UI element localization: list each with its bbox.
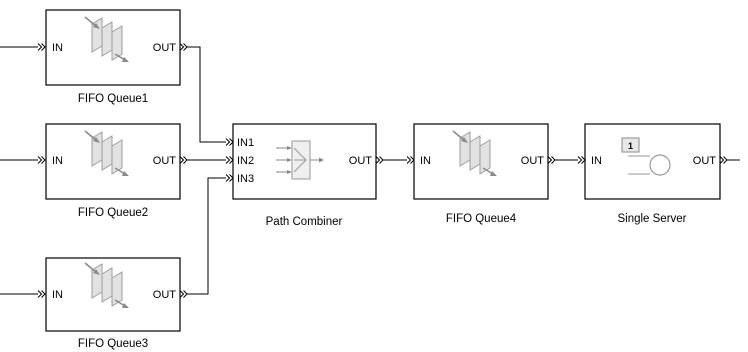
fifo-queue4-block[interactable]: IN OUT FIFO Queue4 (413, 123, 549, 225)
fifo1-in-port-icon (37, 43, 46, 51)
server-out-port-icon (719, 156, 728, 164)
fifo4-out-port-icon (547, 156, 556, 164)
combiner-caption: Path Combiner (266, 216, 343, 228)
fifo-queue3-block[interactable]: IN OUT FIFO Queue3 (45, 257, 181, 350)
fifo2-in-label: IN (52, 155, 63, 167)
combiner-out-label: OUT (349, 155, 373, 167)
fifo-queue1-block[interactable]: IN OUT FIFO Queue1 (45, 9, 181, 105)
combiner-in2-port-icon (225, 156, 234, 164)
fifo1-out-label: OUT (153, 42, 177, 54)
fifo1-caption: FIFO Queue1 (78, 93, 148, 105)
fifo3-out-label: OUT (153, 289, 177, 301)
fifo4-caption: FIFO Queue4 (446, 213, 517, 225)
server-in-port-icon (577, 156, 586, 164)
fifo2-in-port-icon (37, 156, 46, 164)
server-caption: Single Server (617, 213, 686, 225)
fifo3-in-port-icon (37, 290, 46, 298)
fifo4-in-port-icon (406, 156, 415, 164)
fifo3-caption: FIFO Queue3 (78, 338, 148, 350)
fifo-queue2-block[interactable]: IN OUT FIFO Queue2 (45, 123, 181, 219)
server-icon: 1 (621, 137, 671, 176)
fifo2-caption: FIFO Queue2 (78, 207, 148, 219)
fifo2-out-label: OUT (153, 155, 177, 167)
combiner-in3-label: IN3 (237, 173, 254, 185)
single-server-block[interactable]: IN OUT 1 Single Server (584, 123, 721, 225)
fifo3-out-port-icon (179, 290, 188, 298)
fifo4-out-label: OUT (521, 155, 545, 167)
merge-icon (276, 140, 324, 180)
combiner-in1-port-icon (225, 138, 234, 146)
fifo1-in-label: IN (52, 42, 63, 54)
combiner-out-port-icon (375, 156, 384, 164)
wire-fifo3-to-combiner[interactable] (187, 177, 226, 295)
server-out-label: OUT (693, 155, 717, 167)
server-in-label: IN (591, 155, 602, 167)
path-combiner-block[interactable]: IN1 IN2 IN3 OUT Path Combiner (232, 123, 377, 228)
combiner-in2-label: IN2 (237, 155, 254, 167)
fifo2-out-port-icon (179, 156, 188, 164)
fifo4-in-label: IN (420, 155, 431, 167)
wire-fifo1-to-combiner[interactable] (187, 46, 226, 143)
fifo3-in-label: IN (52, 289, 63, 301)
combiner-in1-label: IN1 (237, 137, 254, 149)
wires (0, 43, 740, 298)
server-count: 1 (628, 141, 633, 151)
fifo1-out-port-icon (179, 43, 188, 51)
combiner-in3-port-icon (225, 174, 234, 182)
